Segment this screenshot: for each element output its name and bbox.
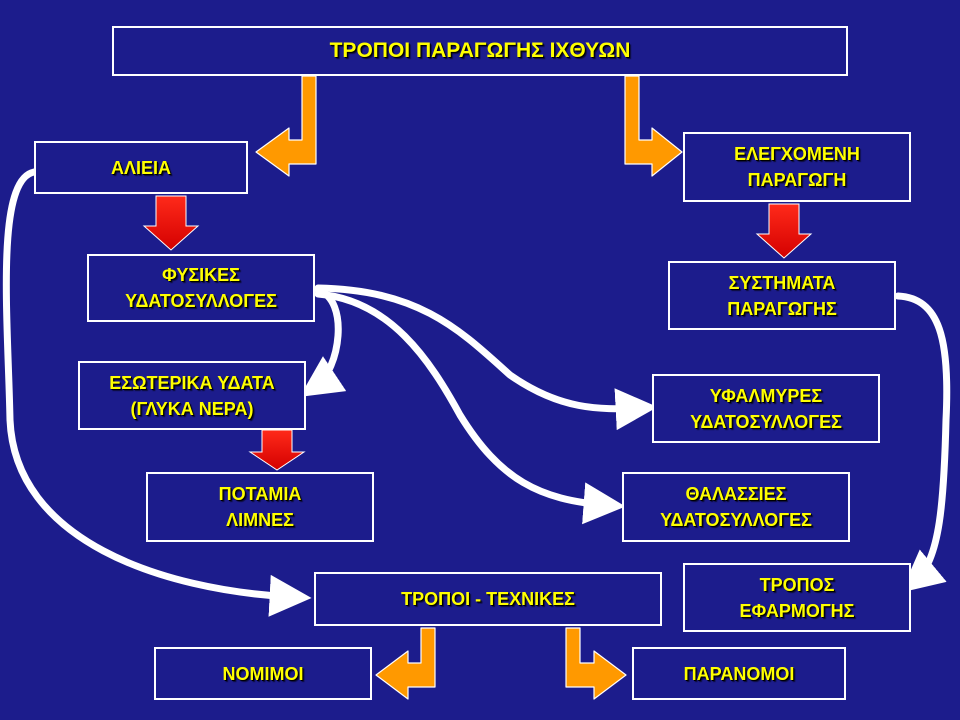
bent-arrow-tropoi-to-paranomoi	[565, 627, 627, 700]
curved-arrow-fysikes-to-esoterika	[299, 286, 347, 397]
node-tropos-efarmogis: ΤΡΟΠΟΣ ΕΦΑΡΜΟΓΗΣ	[683, 563, 911, 632]
node-esoterika-line1: ΕΣΩΤΕΡΙΚΑ ΥΔΑΤΑ	[109, 372, 275, 393]
bent-arrow-title-to-alieia	[255, 75, 317, 177]
node-nomimoi: ΝΟΜΙΜΟΙ	[154, 647, 372, 700]
title-text: ΤΡΟΠΟΙ ΠΑΡΑΓΩΓΗΣ ΙΧΘΥΩΝ	[329, 39, 631, 62]
node-paranomoi: ΠΑΡΑΝΟΜΟΙ	[632, 647, 846, 700]
node-systimata-line2: ΠΑΡΑΓΩΓΗΣ	[727, 298, 837, 319]
node-tropoi-texnikes: ΤΡΟΠΟΙ - ΤΕΧΝΙΚΕΣ	[314, 572, 662, 626]
node-tropos-efarmogis-line2: ΕΦΑΡΜΟΓΗΣ	[739, 600, 855, 621]
node-nomimoi-label: ΝΟΜΙΜΟΙ	[222, 663, 304, 684]
node-systimata-paragogis: ΣΥΣΤΗΜΑΤΑ ΠΑΡΑΓΩΓΗΣ	[668, 261, 896, 330]
node-potamia-limnes: ΠΟΤΑΜΙΑ ΛΙΜΝΕΣ	[146, 472, 374, 542]
node-yfalmyres-line1: ΥΦΑΛΜΥΡΕΣ	[709, 385, 823, 406]
bent-arrow-title-to-elegxomeni	[624, 75, 683, 177]
node-elegxomeni-line2: ΠΑΡΑΓΩΓΗ	[747, 170, 847, 190]
title-box: ΤΡΟΠΟΙ ΠΑΡΑΓΩΓΗΣ ΙΧΘΥΩΝ	[112, 26, 848, 76]
curved-arrow-alieia-to-tropoi	[2, 168, 312, 617]
down-arrow-esoterika-to-potamia	[248, 429, 306, 471]
down-arrow-alieia-to-fysikes	[142, 195, 200, 251]
node-elegxomeni-paragogi: ΕΛΕΓΧΟΜΕΝΗ ΠΑΡΑΓΩΓΗ	[683, 132, 911, 202]
node-thalassies-ydatosyllogés: ΘΑΛΑΣΣΙΕΣ ΥΔΑΤΟΣΥΛΛΟΓΕΣ	[622, 472, 850, 542]
curved-arrow-systimata-to-efarmogis	[894, 292, 951, 593]
node-tropos-efarmogis-line1: ΤΡΟΠΟΣ	[759, 574, 835, 595]
node-potamia-line1: ΠΟΤΑΜΙΑ	[218, 484, 302, 504]
down-arrow-elegxomeni-to-systimata	[755, 203, 813, 259]
node-yfalmyres-line2: ΥΔΑΤΟΣΥΛΛΟΓΕΣ	[690, 411, 842, 432]
curved-arrow-fysikes-to-yfalmyres	[314, 284, 658, 431]
node-esoterika-line2: (ΓΛΥΚΑ ΝΕΡΑ)	[130, 398, 254, 419]
node-fysikes-line2: ΥΔΑΤΟΣΥΛΛΟΓΕΣ	[125, 291, 277, 311]
node-fysikes-line1: ΦΥΣΙΚΕΣ	[162, 265, 240, 285]
node-esoterika-ydata: ΕΣΩΤΕΡΙΚΑ ΥΔΑΤΑ (ΓΛΥΚΑ ΝΕΡΑ)	[78, 361, 306, 430]
curved-arrow-fysikes-to-thalassies	[314, 290, 626, 525]
node-alieia-label: ΑΛΙΕΙΑ	[110, 157, 171, 178]
node-paranomoi-label: ΠΑΡΑΝΟΜΟΙ	[683, 663, 795, 684]
node-thalassies-line1: ΘΑΛΑΣΣΙΕΣ	[685, 484, 787, 504]
node-yfalmyres-ydatosyllogés: ΥΦΑΛΜΥΡΕΣ ΥΔΑΤΟΣΥΛΛΟΓΕΣ	[652, 374, 880, 443]
node-thalassies-line2: ΥΔΑΤΟΣΥΛΛΟΓΕΣ	[660, 510, 812, 530]
node-tropoi-texnikes-label: ΤΡΟΠΟΙ - ΤΕΧΝΙΚΕΣ	[401, 589, 575, 609]
node-alieia: ΑΛΙΕΙΑ	[34, 141, 248, 194]
node-systimata-line1: ΣΥΣΤΗΜΑΤΑ	[728, 272, 836, 293]
node-fysikes-ydatosyllogés: ΦΥΣΙΚΕΣ ΥΔΑΤΟΣΥΛΛΟΓΕΣ	[87, 254, 315, 322]
node-elegxomeni-line1: ΕΛΕΓΧΟΜΕΝΗ	[734, 144, 860, 164]
node-potamia-line2: ΛΙΜΝΕΣ	[226, 510, 294, 530]
bent-arrow-tropoi-to-nomimoi	[375, 627, 436, 700]
